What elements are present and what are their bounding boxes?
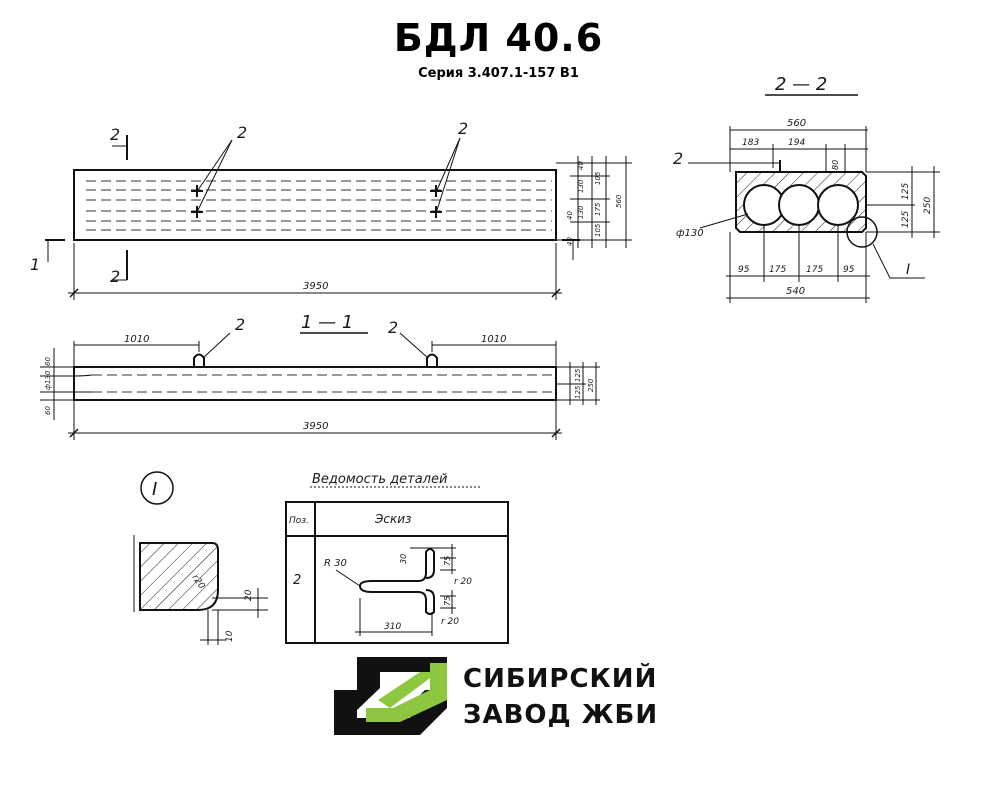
section-2-2-loop-mark: 2 [673,149,683,168]
section-loop-mark: 2 [235,315,245,334]
plan-hollow-lines [86,180,552,231]
company-name-line1: СИБИРСКИЙ [463,664,658,694]
section-offset-left: 1010 [124,334,149,345]
section-2-2-bottom-dim: 175 [769,265,786,275]
section-2-2-bottom-dim: 95 [738,265,750,275]
plan-loop-mark: 2 [458,119,468,138]
section-left-dim: 60 [44,406,52,415]
section-loop-left [193,353,205,367]
section-2-2-top-total: 560 [787,118,806,129]
detail-I [133,471,268,645]
detail-mark: I [152,479,157,500]
plan-length: 3950 [303,281,328,292]
plan-labels: 2 2 1 2 2 40 130 105 40 130 175 105 560 … [30,119,623,292]
section-length: 3950 [303,421,328,432]
plan-dim: 560 [615,194,623,208]
plan-view [45,135,632,300]
rebar-label: 310 [384,622,401,632]
plan-dim: 40 [566,211,574,220]
section-2-2-top-dim: 183 [742,138,759,148]
detail-body [139,542,219,611]
plan-section-mark: 1 [30,255,40,274]
company-logo [334,657,447,735]
section-2-2-bottom-dim: 95 [843,265,855,275]
plan-loop-left [191,185,203,218]
section-1-1-outline [73,366,557,401]
section-right-dim: 125 [574,385,582,399]
parts-table-frame [285,501,509,644]
section-2-2-detail-mark: I [906,262,910,278]
plan-slab-outline [73,169,557,241]
section-2-2-title: 2 — 2 [775,74,827,95]
logo-mark-dark-top [357,657,447,710]
detail-mark-circle [140,471,174,505]
plan-dim: 130 [577,179,585,193]
section-2-2-top-dim: 194 [788,138,805,148]
section-2-2-right-dim: 250 [923,197,933,214]
plan-loop-mark: 2 [237,123,247,142]
section-1-1-labels: 1 — 1 2 2 1010 1010 60 ф130 60 125 125 2… [44,312,595,432]
company-name-line2: ЗАВОД ЖБИ [463,700,659,730]
section-2-2-hole-label: ф130 [676,228,704,239]
hole-3 [817,184,859,226]
section-2-2-right-dim: 125 [901,183,911,200]
rebar-label: r 20 [454,577,472,587]
section-2-2 [688,94,940,303]
plan-dim: 130 [577,205,585,219]
detail-dim-vertical: 20 [244,589,254,601]
rebar-sketch [358,548,435,615]
parts-table-labels: Ведомость деталей Поз. Эскиз 2 R 30 30 7… [289,472,472,632]
section-right-dim: 250 [587,378,595,392]
detail-callout-circle [846,216,878,248]
rebar-label: r 20 [441,617,459,627]
section-right-dim: 125 [574,368,582,382]
parts-table-title: Ведомость деталей [312,472,447,487]
page-title: БДЛ 40.6 [393,16,604,60]
plan-section-mark: 2 [110,125,120,144]
section-2-2-labels: 2 — 2 560 183 194 80 2 ф130 125 125 250 … [673,74,933,297]
section-2-2-bottom-dim: 175 [806,265,823,275]
plan-dim: 175 [594,202,602,216]
section-left-dim: 60 [44,357,52,366]
page-subtitle: Серия 3.407.1-157 В1 [418,66,579,81]
section-loop-mark: 2 [388,318,398,337]
plan-dim: 105 [594,223,602,237]
rebar-label: 75 [443,556,452,566]
rebar-label: 30 [399,554,408,564]
section-loop-right [426,353,438,367]
section-left-dim: ф130 [44,370,52,390]
parts-table-header-sketch: Эскиз [374,512,411,526]
section-2-2-top-dim: 80 [831,160,840,170]
company-name: СИБИРСКИЙ ЗАВОД ЖБИ [463,661,658,733]
detail-dim-horizontal: 10 [225,630,235,642]
section-1-1-title: 1 — 1 [301,312,353,333]
plan-section-mark: 2 [110,267,120,286]
section-1-1 [40,332,600,440]
logo-mark-green-slash [378,672,438,708]
section-offset-right: 1010 [481,334,506,345]
parts-table [285,486,509,644]
parts-table-header-pos: Поз. [289,516,309,526]
rebar-label: 75 [443,596,452,606]
plan-dim: 40 [566,237,574,246]
plan-dim: 105 [594,171,602,185]
plan-dim: 40 [577,161,585,170]
plan-loop-right [430,185,442,218]
section-2-2-right-dim: 125 [901,211,911,228]
plan-right-dims [556,156,632,248]
logo-mark-green [366,663,447,722]
parts-table-row-pos: 2 [293,573,301,588]
section-2-2-bottom-total: 540 [786,286,805,297]
hole-2 [778,184,820,226]
rebar-label: R 30 [324,558,347,569]
